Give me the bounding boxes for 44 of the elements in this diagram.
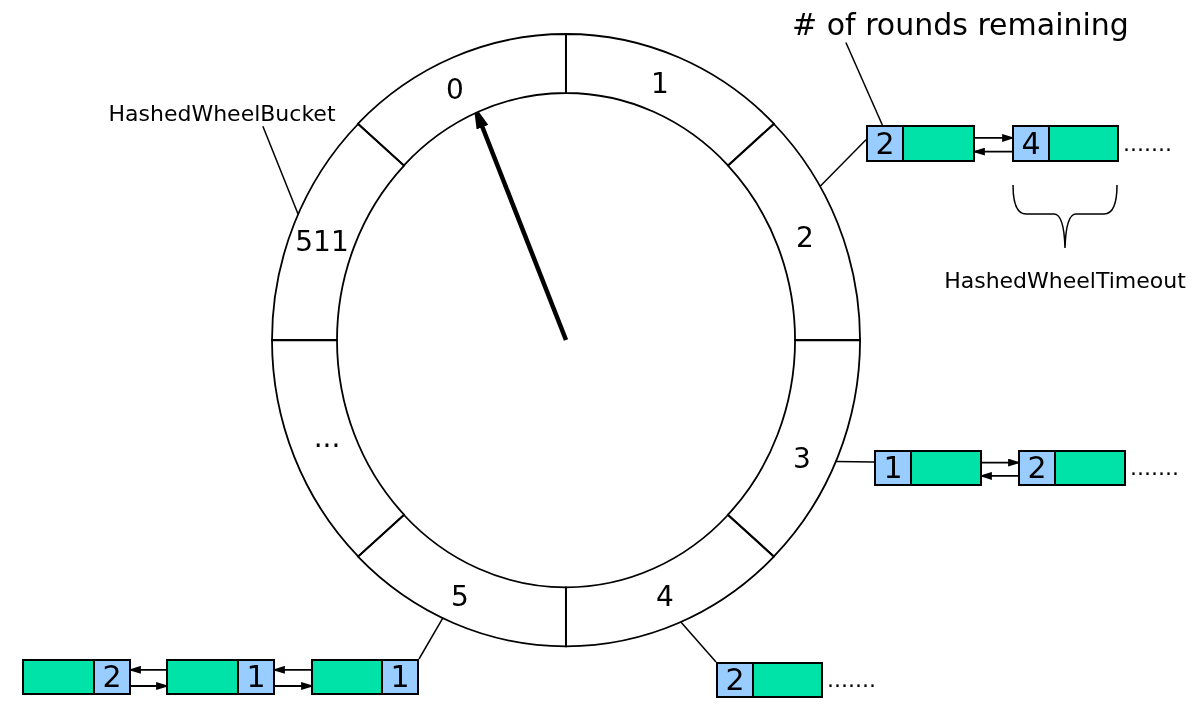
rounds-count: 2 (868, 127, 904, 160)
bucket-number: ... (313, 424, 341, 452)
wheel-bucket (357, 513, 567, 647)
wheel-bucket (357, 33, 567, 167)
timeout-entry (866, 125, 975, 162)
callout-text: HashedWheelBucket (108, 101, 336, 127)
callout-text: # of rounds remaining (792, 8, 1129, 43)
bucket-number: 4 (656, 583, 674, 611)
rounds-count: 2 (718, 664, 754, 696)
wheel-bucket (271, 339, 406, 558)
timeout-entry (1012, 125, 1119, 162)
leader-line (262, 125, 299, 215)
connector-line (418, 617, 444, 660)
wheel-bucket (565, 513, 775, 647)
continuation-dots: ....... (1130, 460, 1179, 477)
timeout-entry (311, 659, 419, 695)
bucket-number: 1 (651, 70, 669, 98)
bucket-number: 3 (793, 445, 811, 473)
leader-line (845, 41, 884, 126)
bucket-number: 5 (451, 583, 469, 611)
timeout-entry (1018, 450, 1126, 486)
wheel-bucket (565, 33, 775, 167)
continuation-dots: ....... (1123, 136, 1172, 153)
timeout-entry (874, 450, 982, 486)
connector-line (679, 621, 717, 663)
timeout-entry (166, 659, 275, 695)
wheel-bucket (726, 339, 861, 558)
timeout-entry (22, 659, 131, 695)
connector-line (835, 460, 875, 463)
continuation-dots: ....... (827, 672, 876, 689)
brace-label: HashedWheelTimeout (944, 268, 1186, 294)
connector-line (819, 139, 867, 188)
bucket-number: 511 (295, 228, 349, 256)
bucket-number: 0 (446, 76, 464, 104)
rounds-count: 2 (93, 661, 129, 693)
rounds-count: 2 (1020, 452, 1056, 484)
rounds-count: 1 (237, 661, 273, 693)
wheel-bucket (726, 122, 861, 341)
bucket-number: 2 (796, 224, 814, 252)
rounds-count: 1 (381, 661, 417, 693)
timeout-entry (716, 662, 823, 698)
rounds-count: 4 (1014, 127, 1050, 160)
wheel-bucket (271, 122, 406, 341)
rounds-count: 1 (876, 452, 912, 484)
